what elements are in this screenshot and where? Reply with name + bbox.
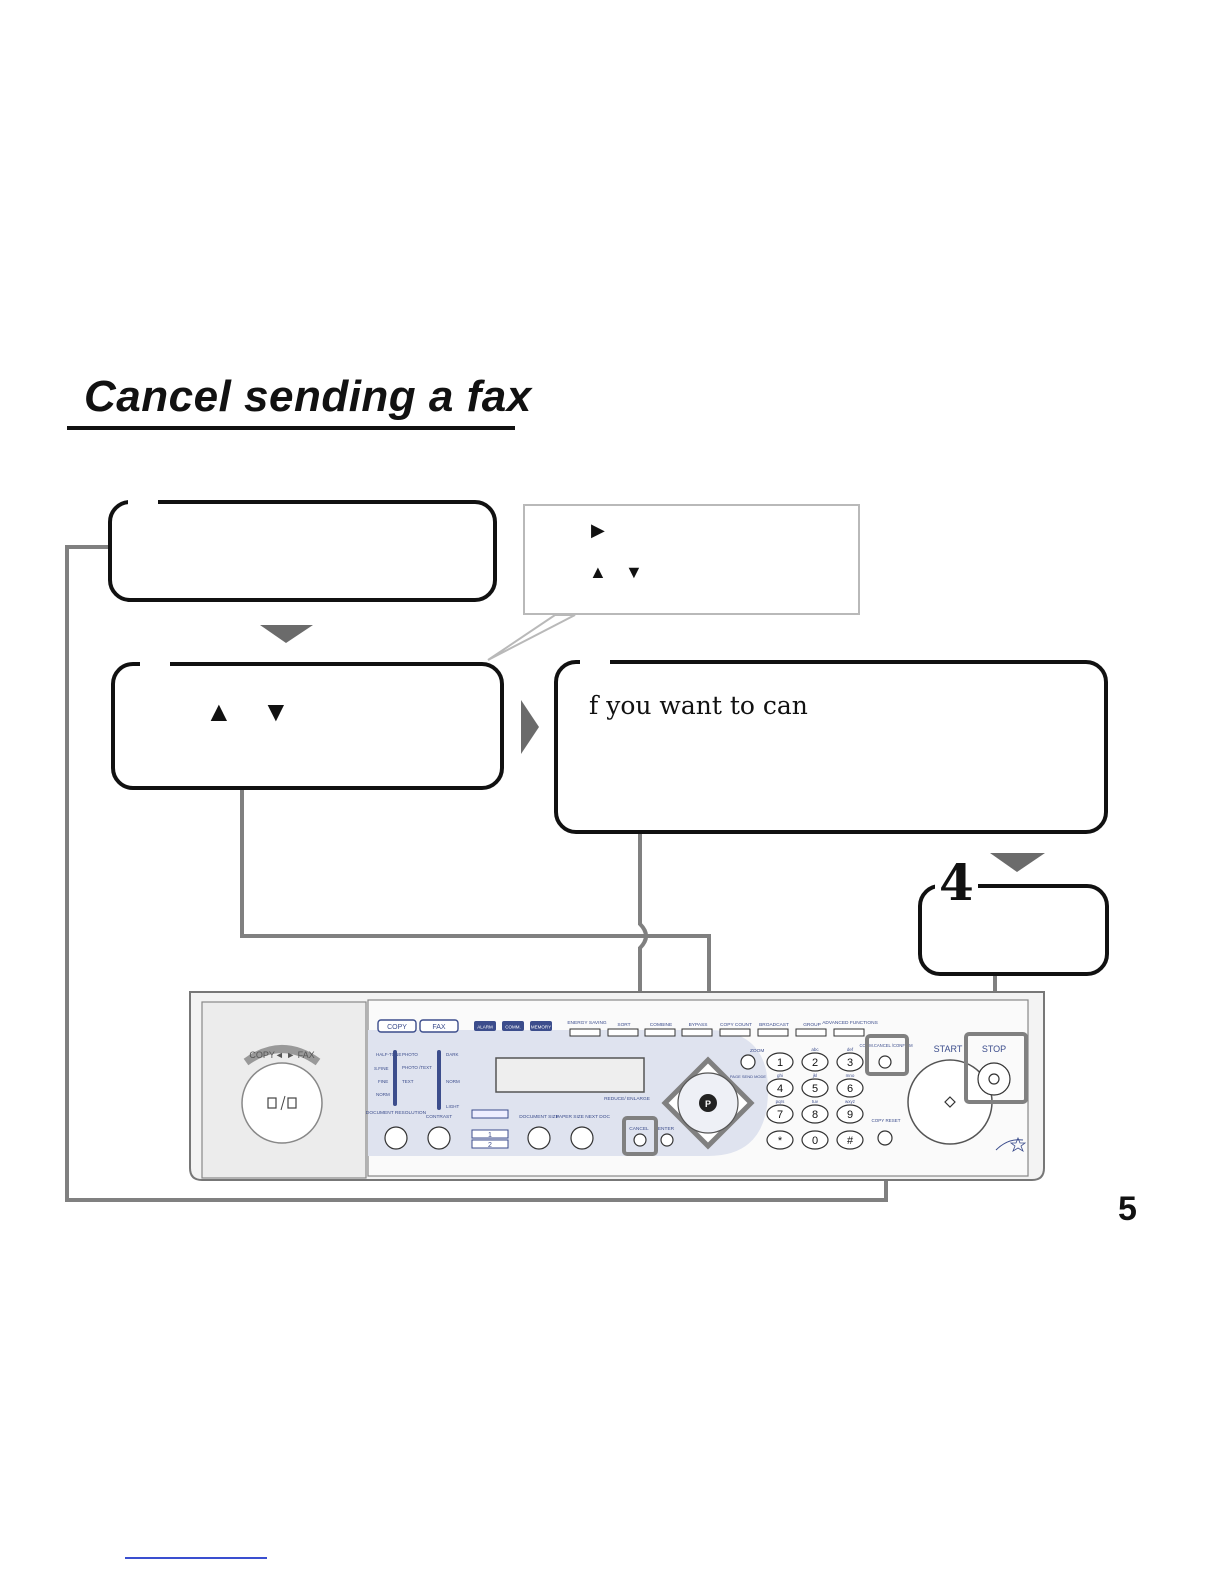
- down-triangle-icon: ▼: [262, 696, 290, 727]
- resolution-label: HALF-TONE: [376, 1052, 401, 1057]
- keypad-key: 4: [777, 1083, 783, 1095]
- copy-mode-label: COPY: [387, 1024, 407, 1031]
- keypad-letters: pqrs: [776, 1099, 786, 1104]
- keypad-letters: def: [847, 1047, 854, 1052]
- contrast-label: DARK: [446, 1052, 459, 1057]
- keypad-letters: wxyz: [845, 1099, 856, 1104]
- keypad-key: #: [847, 1135, 854, 1147]
- down-arrow-icon: [260, 625, 313, 643]
- keypad-letters: mno: [846, 1073, 855, 1078]
- function-key-label: GROUP: [803, 1022, 821, 1028]
- down-triangle-icon: ▼: [625, 562, 643, 582]
- bottom-label: CONTRAST: [426, 1114, 452, 1120]
- step-4-number: 4: [935, 858, 978, 908]
- keypad-key: 6: [847, 1083, 853, 1095]
- step-2-box: ▲ ▼: [111, 662, 504, 790]
- zoom-label: ZOOM: [750, 1048, 764, 1054]
- lcd-display: [495, 1057, 645, 1093]
- cancel-label: CANCEL: [629, 1126, 649, 1132]
- function-key-label: ENERGY SAVING: [567, 1020, 607, 1026]
- page-send-label: PAGE SEND MODE: [730, 1074, 766, 1079]
- bottom-label: PAPER SIZE NEXT DOC: [556, 1114, 610, 1120]
- contrast-label: NORM: [446, 1079, 460, 1084]
- contrast-label: LIGHT: [446, 1104, 460, 1109]
- right-arrow-icon: [521, 700, 539, 754]
- copy-reset-label: COPY RESET: [872, 1118, 901, 1123]
- reduce-enlarge-label: REDUCE/ ENLARGE: [604, 1096, 650, 1102]
- resolution-label: S.FINE: [374, 1066, 389, 1071]
- keypad-key: 3: [847, 1057, 853, 1069]
- keypad-key: 8: [812, 1109, 818, 1121]
- keypad-key: 0: [812, 1135, 818, 1147]
- footer-link-underline: [125, 1557, 267, 1559]
- resolution-right-label: TEXT: [402, 1079, 414, 1084]
- cancel-highlight: [622, 1116, 658, 1156]
- keypad-key: *: [778, 1135, 783, 1147]
- tray-number: 2: [488, 1142, 492, 1149]
- keypad-key: 2: [812, 1057, 818, 1069]
- control-panel: COPY◄ ► FAX COPY FAX ALARM COMM. MEMORY …: [189, 991, 1045, 1181]
- comm-label: COMM.: [505, 1025, 521, 1030]
- resolution-right-label: PHOTO: [402, 1052, 418, 1057]
- keypad-key: 7: [777, 1109, 783, 1121]
- function-key-label: BYPASS: [689, 1022, 708, 1028]
- keypad-letters: jkl: [812, 1073, 817, 1078]
- keypad-letters: abc: [811, 1047, 819, 1052]
- stop-label: STOP: [982, 1044, 1006, 1054]
- page-number: 5: [1118, 1190, 1137, 1228]
- function-key-label: COPY COUNT: [720, 1022, 752, 1028]
- enter-label: ENTER: [658, 1126, 675, 1132]
- resolution-right-label: PHOTO /TEXT: [402, 1065, 432, 1070]
- step-1-box: [108, 500, 497, 602]
- up-triangle-icon: ▲: [589, 562, 607, 582]
- comm-cancel-highlight: [865, 1034, 909, 1076]
- alarm-label: ALARM: [477, 1025, 493, 1030]
- step-3-box: f you want to can: [554, 660, 1108, 834]
- step-1-tab: [128, 497, 158, 505]
- bottom-label: DOCUMENT SIZE: [519, 1114, 559, 1120]
- up-triangle-icon: ▲: [205, 696, 233, 727]
- function-key-label: COMBINE: [650, 1022, 672, 1028]
- resolution-label: NORM: [376, 1092, 390, 1097]
- function-key-label: ADVANCED FUNCTIONS: [822, 1020, 878, 1026]
- copy-fax-switch-label: COPY◄ ► FAX: [249, 1050, 314, 1060]
- callout-box: ▶ ▲ ▼: [523, 504, 860, 615]
- keypad-key: 1: [777, 1057, 783, 1069]
- resolution-label: FINE: [378, 1079, 388, 1084]
- keypad-key: 5: [812, 1083, 818, 1095]
- title-underline: [67, 426, 515, 430]
- keypad-key: 9: [847, 1109, 853, 1121]
- step-2-tab: [140, 659, 170, 667]
- keypad-letters: ghi: [777, 1073, 783, 1078]
- right-triangle-icon: ▶: [591, 520, 605, 540]
- fax-mode-label: FAX: [432, 1024, 446, 1031]
- function-key-label: SORT: [617, 1022, 630, 1028]
- keypad-letters: tuv: [812, 1099, 819, 1104]
- comm-cancel-label: COMM.CANCEL /CONFIRM: [859, 1043, 913, 1048]
- stop-highlight: [964, 1032, 1028, 1104]
- function-key-label: BROADCAST: [759, 1022, 789, 1028]
- page-title: Cancel sending a fax: [84, 372, 532, 421]
- down-arrow-icon: [990, 853, 1045, 872]
- memory-label: MEMORY: [531, 1025, 551, 1030]
- step-3-tab: [580, 657, 610, 665]
- tray-number: 1: [488, 1132, 492, 1139]
- start-label: START: [934, 1044, 963, 1054]
- svg-text:P: P: [705, 1099, 711, 1109]
- bottom-label: DOCUMENT RESOLUTION: [366, 1110, 427, 1116]
- step-3-text: f you want to can: [589, 691, 808, 720]
